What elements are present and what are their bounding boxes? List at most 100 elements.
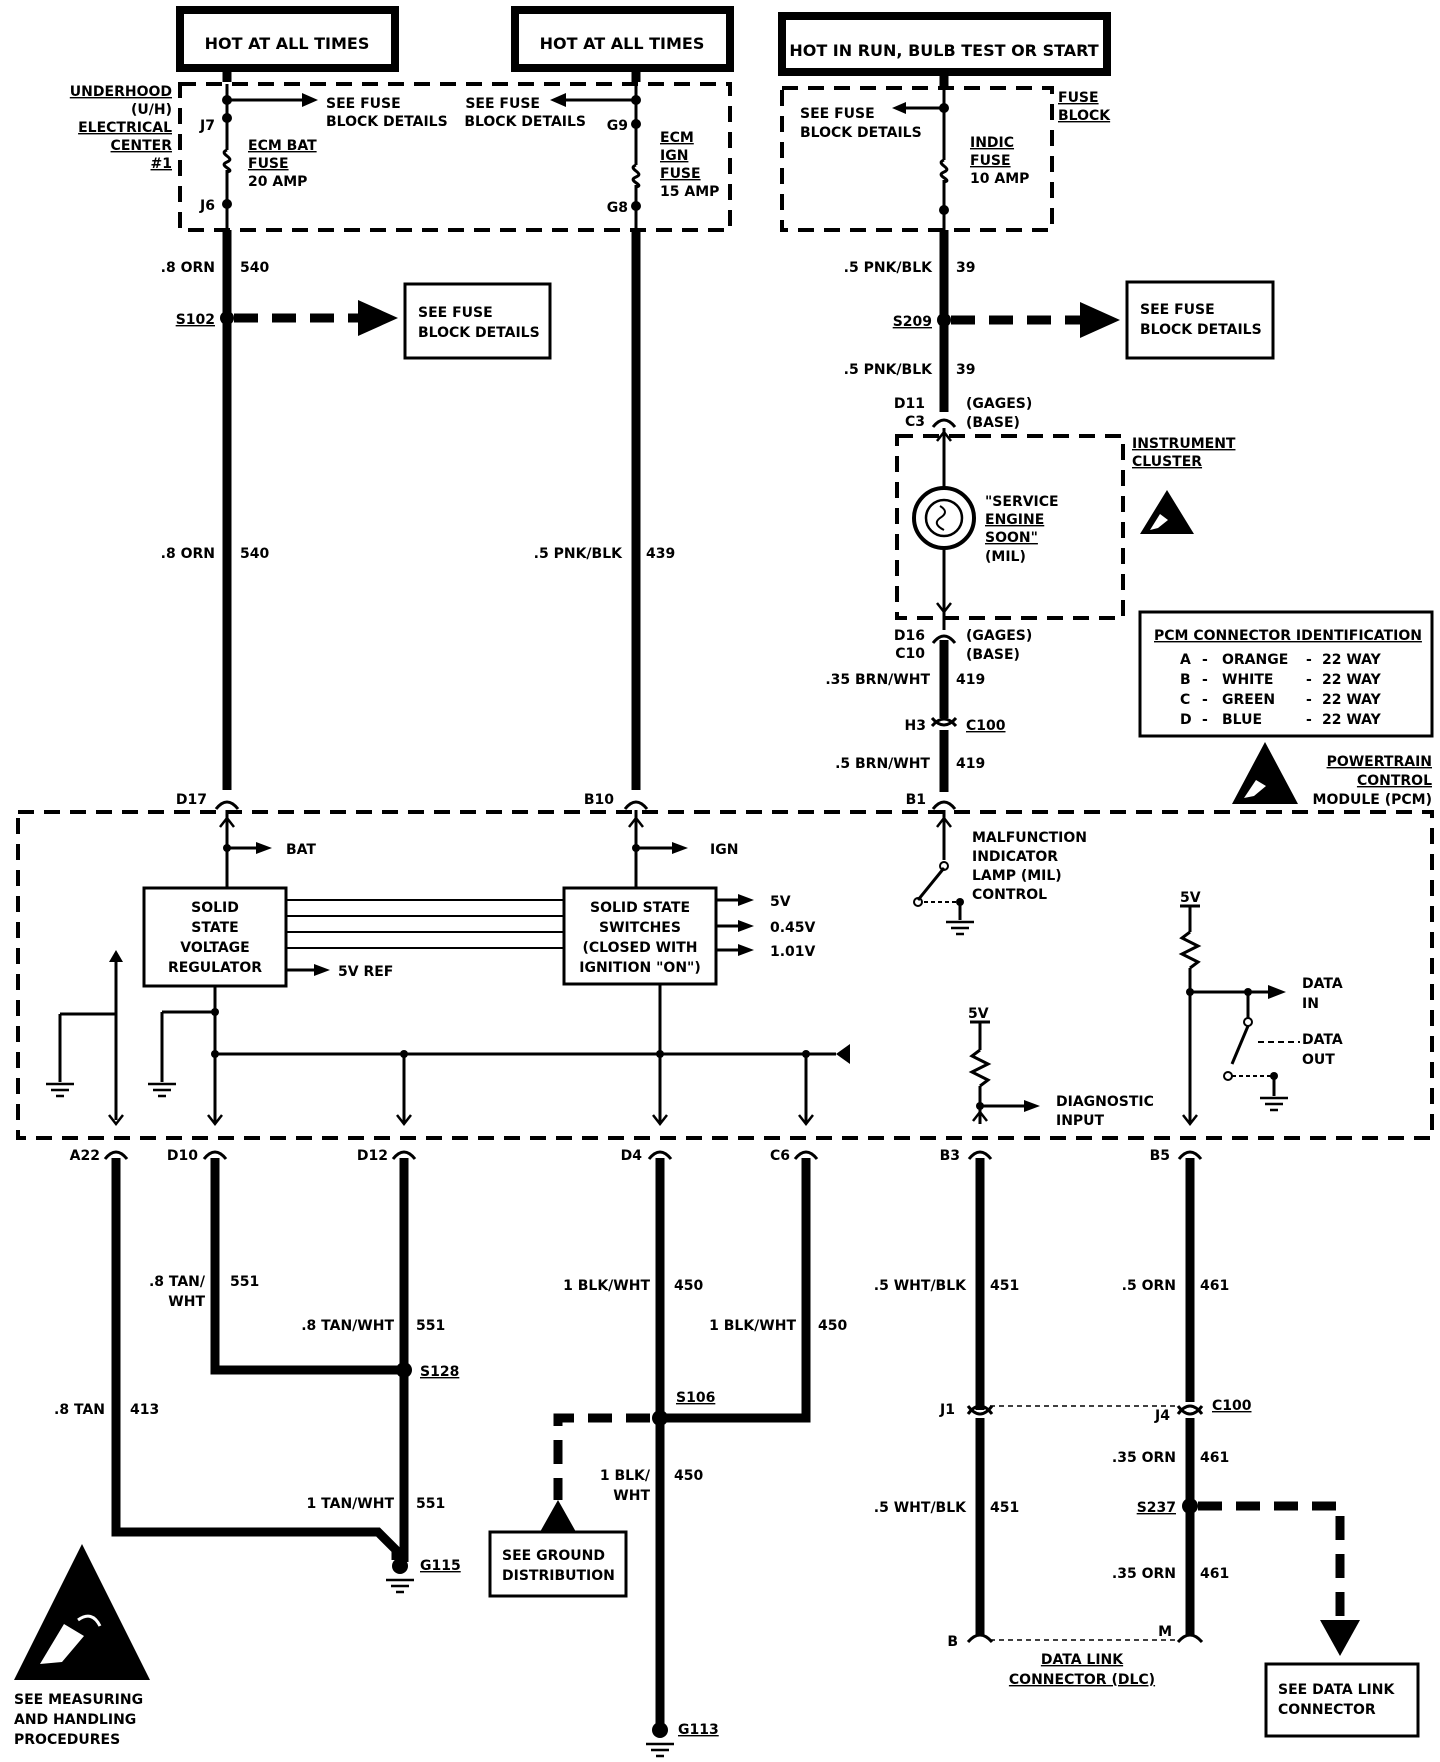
svg-text:DATA: DATA [1302,976,1343,992]
underhood-electrical-center: UNDERHOOD (U/H) ELECTRICAL CENTER #1 J7 … [70,82,732,232]
svg-text:540: 540 [240,260,269,276]
svg-text:-: - [1306,652,1312,668]
svg-text:-: - [1202,672,1208,688]
ground-g113: G113 [678,1722,719,1738]
svg-text:.35 ORN: .35 ORN [1112,1566,1176,1582]
svg-text:ENGINE: ENGINE [985,512,1044,528]
svg-text:.8 TAN/: .8 TAN/ [149,1274,206,1290]
mil-lamp-icon [912,486,976,550]
svg-text:CONNECTOR (DLC): CONNECTOR (DLC) [1009,1672,1155,1688]
svg-text:CONTROL: CONTROL [972,887,1047,903]
pin-d17: D17 [176,792,207,808]
svg-text:CENTER: CENTER [111,138,173,154]
svg-text:D: D [1180,712,1192,728]
svg-text:1 BLK/WHT: 1 BLK/WHT [709,1318,796,1334]
svg-text:G9: G9 [607,118,628,134]
svg-text:"SERVICE: "SERVICE [985,494,1059,510]
svg-text:SEE GROUND: SEE GROUND [502,1548,605,1564]
svg-text:CONTROL: CONTROL [1357,773,1432,789]
svg-text:10 AMP: 10 AMP [970,171,1029,187]
svg-text:CLUSTER: CLUSTER [1132,454,1202,470]
svg-text:J6: J6 [199,198,215,214]
svg-text:MALFUNCTION: MALFUNCTION [972,830,1087,846]
hot-box-1: HOT AT ALL TIMES [176,6,399,72]
svg-text:WHT: WHT [613,1488,650,1504]
svg-text:5V: 5V [1180,890,1201,906]
svg-text:IGN: IGN [710,842,738,858]
svg-text:419: 419 [956,672,985,688]
svg-text:SOLID: SOLID [191,900,239,916]
s209-reference: SEE FUSE BLOCK DETAILS [951,280,1275,360]
data-link-connector-reference: SEE DATA LINK CONNECTOR [1198,1501,1420,1738]
svg-text:G8: G8 [607,200,628,216]
svg-text:-: - [1202,712,1208,728]
svg-text:SEE MEASURING: SEE MEASURING [14,1692,143,1708]
svg-text:(MIL): (MIL) [985,549,1026,565]
pin-a22: A22 [70,1148,100,1164]
svg-text:.5 WHT/BLK: .5 WHT/BLK [874,1278,967,1294]
wire-39: .5 PNK/BLK 39 S209 .5 PNK/BLK 39 [844,230,975,412]
svg-text:DATA LINK: DATA LINK [1041,1652,1124,1668]
svg-text:BLOCK: BLOCK [1058,108,1111,124]
svg-text:461: 461 [1200,1450,1229,1466]
svg-text:AND HANDLING: AND HANDLING [14,1712,136,1728]
pin-d12: D12 [357,1148,388,1164]
svg-text:-: - [1202,692,1208,708]
wire-413: .8 TAN 413 [54,1158,401,1560]
svg-text:IGN: IGN [660,148,688,164]
pcm-connector-identification: PCM CONNECTOR IDENTIFICATION A - ORANGE … [1138,610,1434,738]
splice-s102: S102 [176,312,215,328]
pin-b1: B1 [906,792,926,808]
svg-text:VOLTAGE: VOLTAGE [180,940,249,956]
solid-state-switches [562,886,718,986]
svg-text:39: 39 [956,362,975,378]
svg-text:1 BLK/: 1 BLK/ [600,1468,651,1484]
svg-text:REGULATOR: REGULATOR [168,960,262,976]
svg-text:22 WAY: 22 WAY [1322,692,1382,708]
svg-text:413: 413 [130,1402,159,1418]
wire-450-c6: 1 BLK/WHT 450 [660,1158,847,1423]
esd-warning-icon [1140,490,1194,534]
svg-text:(BASE): (BASE) [966,647,1020,663]
svg-text:20 AMP: 20 AMP [248,174,307,190]
wire-419: D16 C10 (GAGES) (BASE) .35 BRN/WHT 419 H… [825,628,1032,792]
svg-text:#1: #1 [151,156,172,172]
svg-text:PROCEDURES: PROCEDURES [14,1732,120,1748]
svg-text:WHT: WHT [168,1294,205,1310]
svg-text:BLOCK DETAILS: BLOCK DETAILS [1140,322,1262,338]
svg-text:551: 551 [230,1274,259,1290]
wire-450-d4: 1 BLK/WHT 450 S106 1 BLK/ WHT 450 G113 [563,1158,719,1758]
svg-text:FUSE: FUSE [660,166,701,182]
esd-measuring-handling-icon: SEE MEASURING AND HANDLING PROCEDURES [14,1544,150,1748]
svg-text:0.45V: 0.45V [770,920,816,936]
svg-text:CONNECTOR: CONNECTOR [1278,1702,1376,1718]
splice-s209: S209 [893,314,932,330]
svg-text:5V: 5V [770,894,791,910]
svg-text:451: 451 [990,1500,1019,1516]
svg-text:1 TAN/WHT: 1 TAN/WHT [307,1496,395,1512]
s102-reference: SEE FUSE BLOCK DETAILS [234,282,552,360]
svg-text:SWITCHES: SWITCHES [599,920,681,936]
svg-text:(BASE): (BASE) [966,415,1020,431]
svg-text:22 WAY: 22 WAY [1322,672,1382,688]
svg-text:DATA: DATA [1302,1032,1343,1048]
svg-text:461: 461 [1200,1566,1229,1582]
svg-text:.5 BRN/WHT: .5 BRN/WHT [835,756,930,772]
svg-text:5V: 5V [968,1006,989,1022]
hot-box-3: HOT IN RUN, BULB TEST OR START [778,12,1111,76]
svg-text:439: 439 [646,546,675,562]
svg-text:IN: IN [1302,996,1319,1012]
splice-s106: S106 [676,1390,715,1406]
svg-text:M: M [1158,1624,1172,1640]
svg-text:5V REF: 5V REF [338,964,393,980]
svg-text:-: - [1306,672,1312,688]
hot-label-1: HOT AT ALL TIMES [205,34,370,53]
wire-461: .5 ORN 461 J4 C100 .35 ORN 461 S237 .35 … [1112,1158,1252,1644]
svg-text:WHITE: WHITE [1222,672,1273,688]
svg-text:-: - [1306,712,1312,728]
svg-text:INDICATOR: INDICATOR [972,849,1058,865]
svg-text:C10: C10 [895,646,925,662]
svg-text:.35 ORN: .35 ORN [1112,1450,1176,1466]
svg-text:.8 TAN: .8 TAN [54,1402,105,1418]
svg-text:540: 540 [240,546,269,562]
